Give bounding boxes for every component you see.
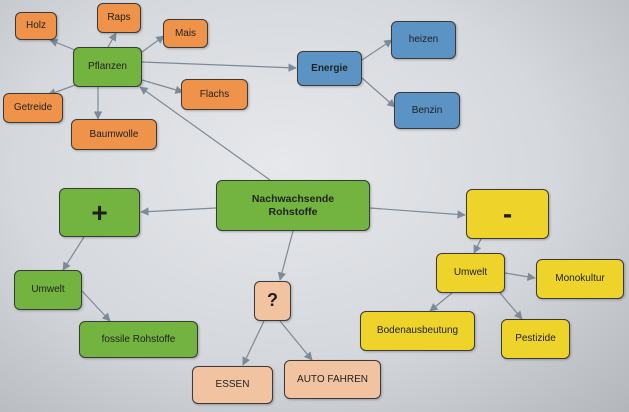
node-minus[interactable]: - [466, 189, 549, 239]
node-umwelt-plus[interactable]: Umwelt [14, 270, 82, 310]
node-raps[interactable]: Raps [97, 3, 141, 33]
center-line-1: Nachwachsende [251, 192, 335, 205]
center-line-2: Rohstoffe [268, 205, 318, 218]
node-benzin[interactable]: Benzin [394, 92, 460, 129]
connector-umwelt-pestizide [499, 292, 523, 320]
connector-pflanzen-flachs [141, 79, 184, 94]
connector-pflanzen-holz [49, 38, 76, 51]
connector-center-pflanzen [139, 86, 271, 181]
connector-umwelt-fossile [81, 290, 111, 322]
connector-question-auto [279, 320, 313, 361]
node-umwelt-minus[interactable]: Umwelt [436, 253, 505, 293]
connector-center-plus [140, 207, 217, 216]
connector-energie-benzin [361, 77, 396, 108]
node-fossile-rohstoffe[interactable]: fossile Rohstoffe [79, 321, 198, 358]
connector-umwelt-boden [429, 292, 453, 312]
connector-pflanzen-raps [107, 32, 117, 48]
node-pestizide[interactable]: Pestizide [501, 319, 570, 359]
connector-pflanzen-mais [141, 35, 165, 53]
node-energie[interactable]: Energie [297, 51, 362, 86]
node-question[interactable]: ? [254, 281, 291, 321]
node-getreide[interactable]: Getreide [3, 93, 63, 123]
connector-center-question [277, 230, 294, 281]
connector-energie-heizen [361, 39, 393, 61]
connector-center-minus [369, 207, 466, 219]
connector-plus-umwelt [62, 236, 85, 271]
node-monokultur[interactable]: Monokultur [536, 259, 624, 299]
node-heizen[interactable]: heizen [391, 21, 456, 59]
node-nachwachsende-rohstoffe[interactable]: Nachwachsende Rohstoffe [216, 180, 370, 231]
node-mais[interactable]: Mais [163, 19, 208, 48]
node-baumwolle[interactable]: Baumwolle [71, 119, 157, 150]
connector-minus-umwelt [473, 238, 482, 254]
connector-pflanzen-energie [141, 61, 297, 72]
node-flachs[interactable]: Flachs [181, 79, 248, 110]
node-plus[interactable]: + [59, 188, 140, 237]
node-essen[interactable]: ESSEN [192, 366, 273, 404]
connector-question-essen [242, 320, 265, 366]
node-bodenausbeutung[interactable]: Bodenausbeutung [360, 311, 475, 351]
node-pflanzen[interactable]: Pflanzen [73, 47, 142, 87]
node-auto-fahren[interactable]: AUTO FAHREN [284, 360, 381, 399]
connector-umwelt-monokultur [504, 272, 536, 281]
node-holz[interactable]: Holz [15, 12, 57, 40]
